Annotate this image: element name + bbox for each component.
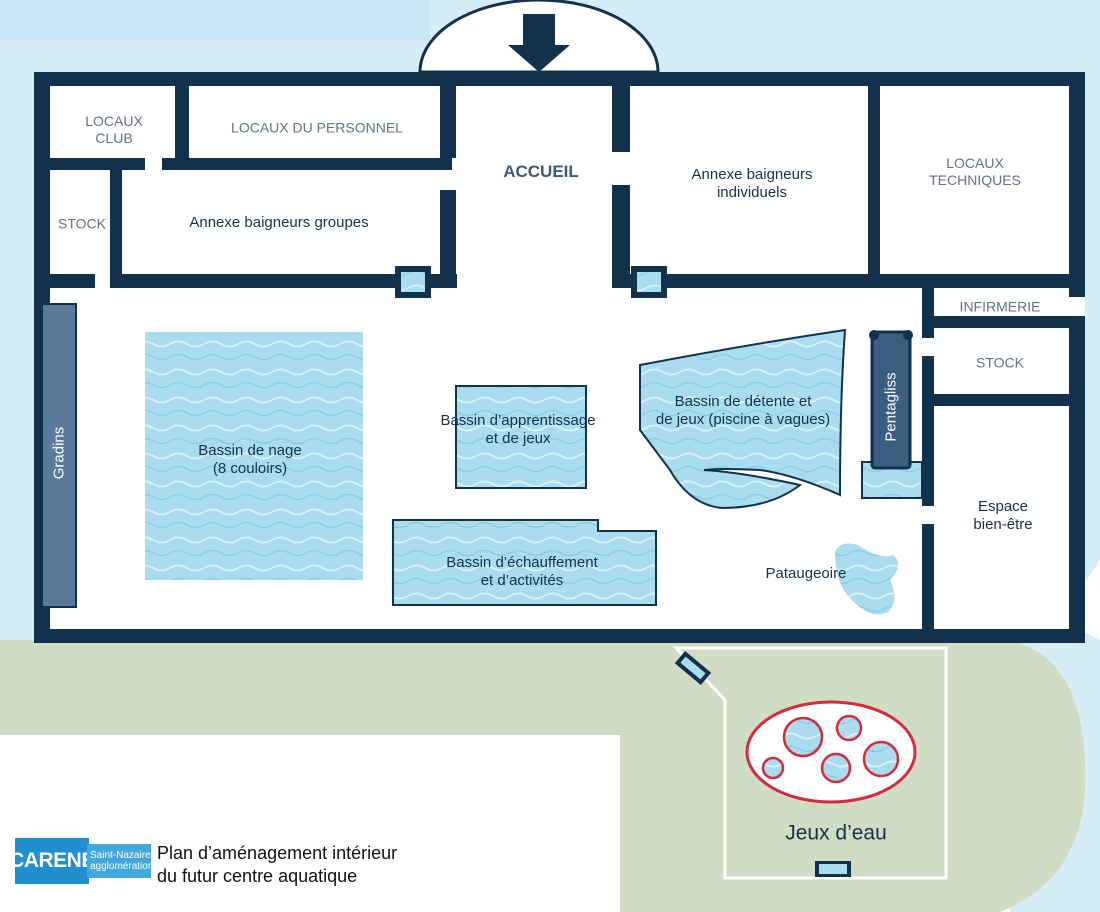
label-gradins: Gradins bbox=[50, 426, 68, 480]
label-locaux-techniques: LOCAUX TECHNIQUES bbox=[929, 155, 1021, 188]
label-stock-left: STOCK bbox=[58, 215, 106, 232]
bassin-apprentissage bbox=[455, 385, 587, 489]
label-jeux-eau: Jeux d’eau bbox=[785, 821, 887, 845]
logo-sub-line2: agglomération bbox=[90, 861, 154, 872]
carene-logo: CARENE Saint-Nazaire agglomération bbox=[9, 838, 153, 884]
label-bassin-apprentissage: Bassin d’apprentissage et de jeux bbox=[440, 412, 596, 447]
fixture-basin bbox=[637, 272, 661, 292]
bassin-echauffement bbox=[392, 519, 657, 606]
label-bassin-nage: Bassin de nage (8 couloirs) bbox=[198, 442, 302, 477]
label-bassin-echauffement: Bassin d’échauffement et d’activités bbox=[446, 554, 598, 589]
logo-sub-line1: Saint-Nazaire bbox=[90, 850, 151, 861]
bassin-detente bbox=[639, 328, 847, 510]
logo-sub: Saint-Nazaire agglomération bbox=[87, 844, 154, 878]
bassin-de-nage bbox=[145, 332, 363, 580]
label-bassin-detente: Bassin de détente et de jeux (piscine à … bbox=[655, 393, 831, 428]
water-jets bbox=[761, 714, 900, 784]
label-espace-bien-etre: Espace bien-être bbox=[973, 498, 1033, 533]
caption-line2: du futur centre aquatique bbox=[157, 866, 358, 886]
label-annexe-individuels: Annexe baigneurs individuels bbox=[691, 166, 813, 201]
label-accueil: ACCUEIL bbox=[503, 161, 579, 181]
walls bbox=[34, 72, 1085, 643]
caption-line1: Plan d’aménagement intérieur bbox=[157, 843, 398, 863]
entrance-arrow-icon bbox=[508, 14, 570, 72]
fixture-basin bbox=[401, 272, 425, 292]
label-stock-right: STOCK bbox=[976, 354, 1024, 371]
caption: Plan d’aménagement intérieur du futur ce… bbox=[157, 842, 397, 888]
label-locaux-personnel: LOCAUX DU PERSONNEL bbox=[231, 119, 403, 136]
label-locaux-club: LOCAUX CLUB bbox=[85, 113, 143, 146]
label-infirmerie: INFIRMERIE bbox=[959, 298, 1041, 315]
outdoor-area bbox=[0, 640, 960, 912]
label-pataugeoire: Pataugeoire bbox=[765, 565, 847, 582]
gradins bbox=[41, 303, 77, 608]
jeux-eau-area bbox=[672, 646, 948, 880]
pentagliss bbox=[870, 330, 912, 470]
label-pentagliss: Pentagliss bbox=[882, 372, 900, 442]
logo-main: CARENE bbox=[9, 838, 95, 884]
pataugeoire bbox=[835, 543, 899, 615]
label-annexe-groupes: Annexe baigneurs groupes bbox=[189, 214, 369, 231]
